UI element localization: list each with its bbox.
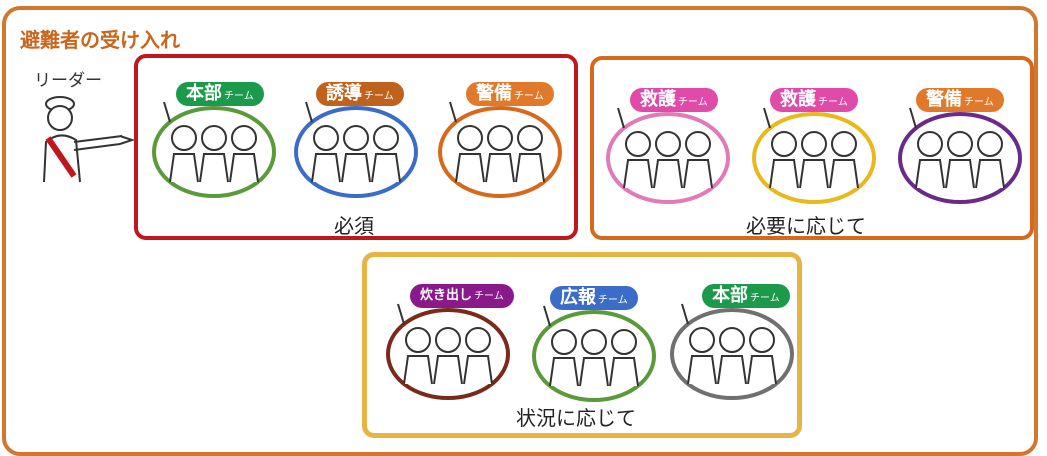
team-keibi-as-needed: 警備チーム [896, 88, 1036, 238]
team-suffix: チーム [224, 91, 254, 102]
team-kyuugo-2: 救護チーム [750, 88, 890, 238]
team-name: 本部 [186, 83, 222, 104]
team-badge: 本部チーム [176, 82, 264, 106]
team-suffix: チーム [750, 293, 780, 304]
team-people-illustration [386, 303, 510, 400]
team-kouhou: 広報チーム [530, 286, 670, 436]
team-badge: 広報チーム [550, 286, 638, 310]
team-honbu-situation: 本部チーム [668, 284, 808, 434]
team-people-illustration [606, 107, 730, 204]
team-honbu-required: 本部チーム [150, 82, 290, 232]
team-name: 誘導 [326, 83, 362, 104]
team-suffix: チーム [514, 91, 544, 102]
team-people-illustration [532, 305, 656, 402]
caption-situation: 状況に応じて [516, 406, 636, 430]
team-suffix: チーム [474, 291, 504, 302]
team-name: 救護 [780, 89, 816, 110]
team-suffix: チーム [818, 97, 848, 108]
group-as-needed [590, 56, 1034, 240]
leader-illustration [43, 96, 136, 183]
team-name: 警備 [926, 89, 962, 110]
team-suffix: チーム [598, 295, 628, 306]
team-name: 広報 [560, 287, 596, 308]
group-situation [362, 252, 802, 438]
team-name: 警備 [476, 83, 512, 104]
team-badge: 誘導チーム [316, 82, 404, 106]
team-takidashi: 炊き出しチーム [384, 284, 524, 434]
team-name: 救護 [640, 89, 676, 110]
team-badge: 警備チーム [466, 82, 554, 106]
team-people-illustration [670, 303, 794, 400]
team-badge: 救護チーム [770, 88, 858, 112]
page-title: 避難者の受け入れ [20, 28, 180, 52]
team-badge: 警備チーム [916, 88, 1004, 112]
caption-required: 必須 [334, 214, 374, 238]
team-people-illustration [152, 101, 276, 198]
team-name: 本部 [712, 285, 748, 306]
team-badge: 本部チーム [702, 284, 790, 308]
team-badge: 炊き出しチーム [410, 284, 514, 308]
team-people-illustration [752, 107, 876, 204]
team-people-illustration [438, 101, 562, 198]
team-suffix: チーム [364, 91, 394, 102]
team-people-illustration [898, 107, 1022, 204]
team-kyuugo-1: 救護チーム [604, 88, 744, 238]
caption-as-needed: 必要に応じて [746, 214, 866, 238]
team-name: 炊き出し [420, 288, 473, 303]
team-suffix: チーム [964, 97, 994, 108]
team-suffix: チーム [678, 97, 708, 108]
team-people-illustration [294, 101, 418, 198]
leader-label: リーダー [34, 71, 102, 91]
group-required [134, 54, 578, 240]
team-keibi-required: 警備チーム [436, 82, 576, 232]
team-badge: 救護チーム [630, 88, 718, 112]
team-yuudou-required: 誘導チーム [292, 82, 432, 232]
